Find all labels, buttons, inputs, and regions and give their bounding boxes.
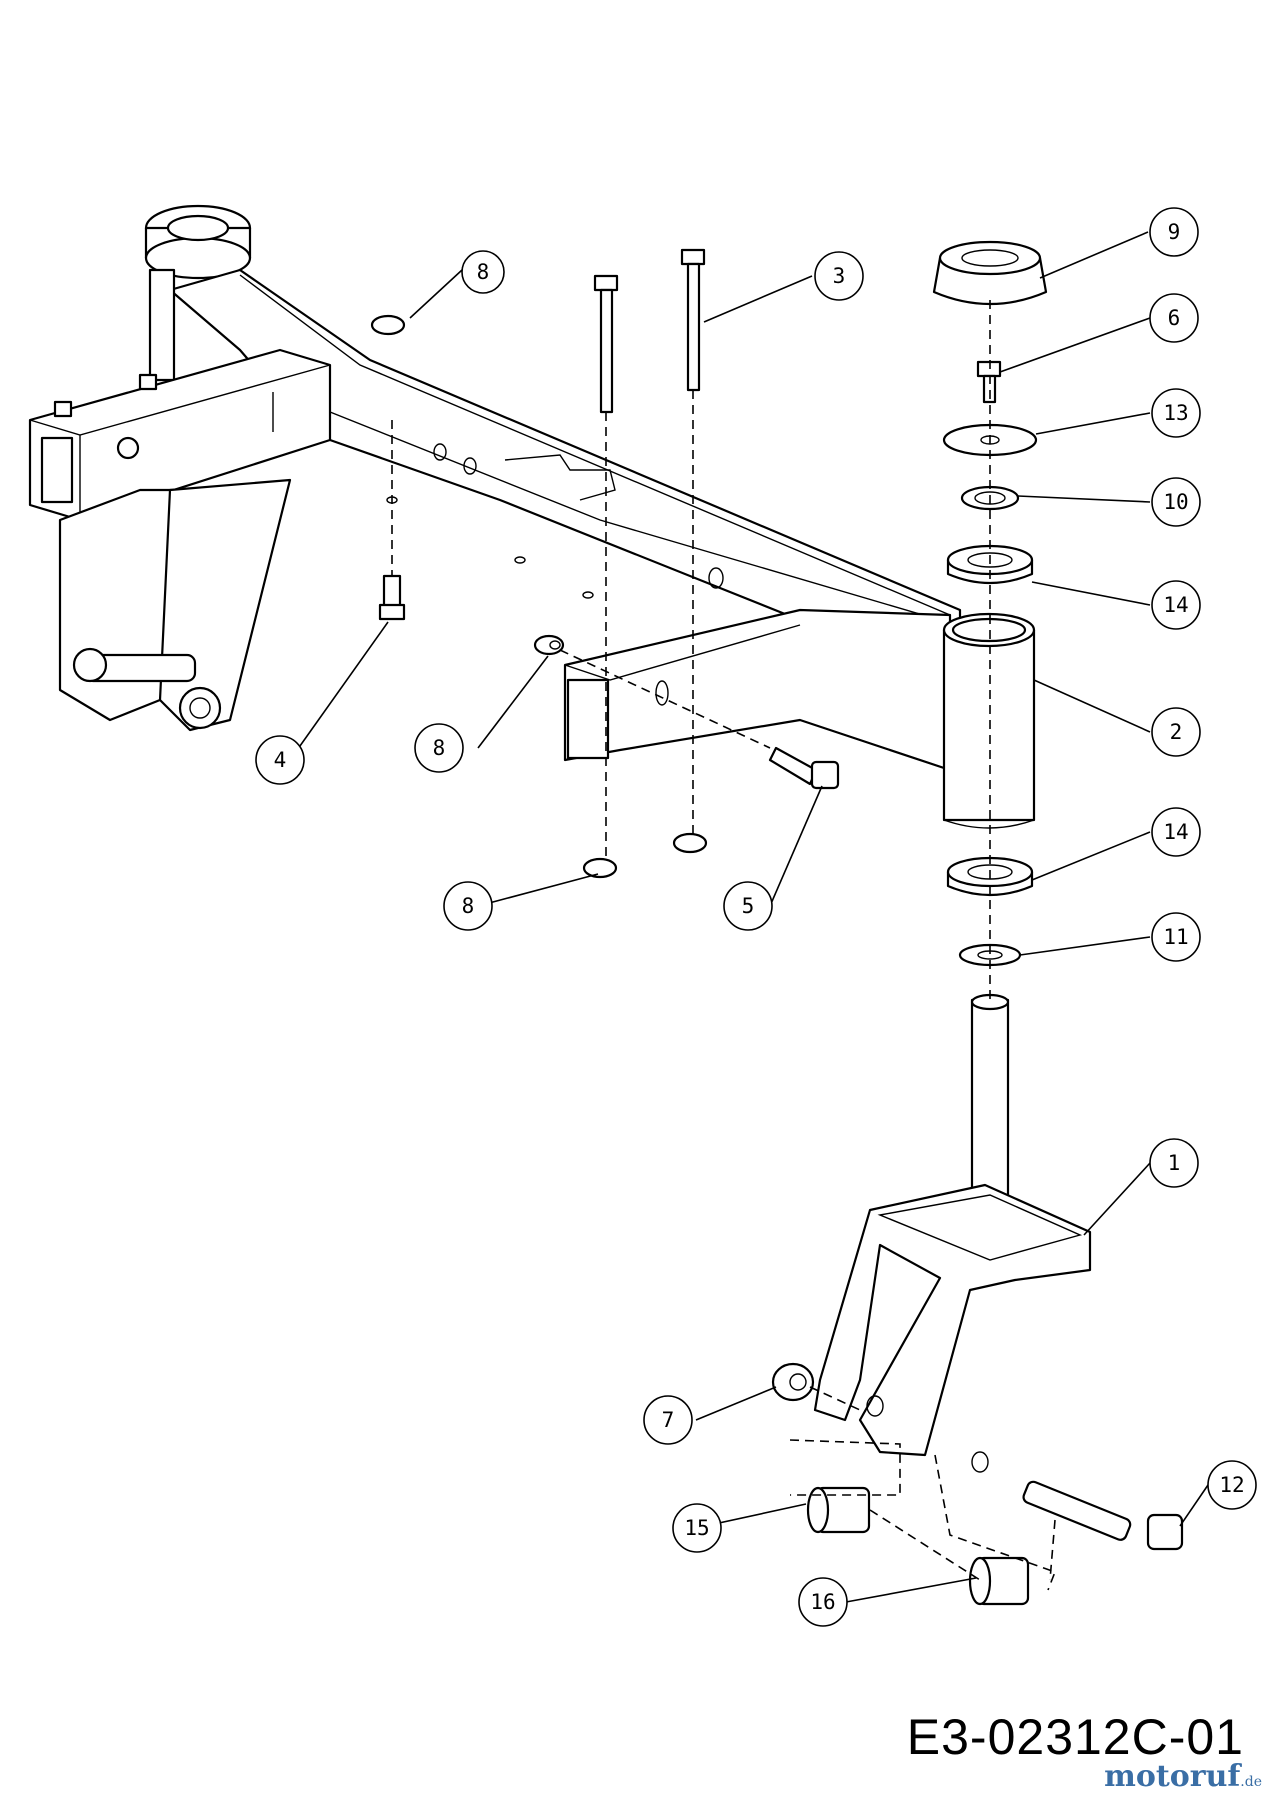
svg-text:11: 11 <box>1163 925 1188 949</box>
svg-text:10: 10 <box>1163 490 1188 514</box>
svg-text:2: 2 <box>1170 720 1183 744</box>
spindle-tube <box>942 612 1036 829</box>
callout-9[interactable]: 9 <box>1149 207 1199 257</box>
svg-text:12: 12 <box>1219 1473 1244 1497</box>
callout-2[interactable]: 2 <box>1151 707 1201 757</box>
hardware <box>370 240 1184 1606</box>
callout-8[interactable]: 8 <box>414 723 464 773</box>
assembly-lines <box>391 300 1057 1591</box>
callout-6[interactable]: 6 <box>1149 293 1199 343</box>
callout-16[interactable]: 16 <box>798 1577 848 1627</box>
watermark-text: motoruf <box>1104 1759 1241 1794</box>
callout-8[interactable]: 8 <box>443 881 493 931</box>
svg-text:15: 15 <box>684 1516 709 1540</box>
callout-14[interactable]: 14 <box>1151 580 1201 630</box>
leader-lines <box>289 231 1209 1603</box>
svg-text:8: 8 <box>477 260 490 284</box>
svg-text:1: 1 <box>1168 1151 1181 1175</box>
right-tube <box>563 608 952 772</box>
svg-text:3: 3 <box>833 264 846 288</box>
svg-text:16: 16 <box>810 1590 835 1614</box>
callout-10[interactable]: 10 <box>1151 477 1201 527</box>
svg-text:7: 7 <box>662 1408 675 1432</box>
svg-text:9: 9 <box>1168 220 1181 244</box>
callout-1[interactable]: 1 <box>1149 1138 1199 1188</box>
callout-7[interactable]: 7 <box>643 1395 693 1445</box>
callout-5[interactable]: 5 <box>723 881 773 931</box>
callout-15[interactable]: 15 <box>672 1503 722 1553</box>
callout-12[interactable]: 12 <box>1207 1460 1257 1510</box>
callout-3[interactable]: 3 <box>814 251 864 301</box>
callout-4[interactable]: 4 <box>255 735 305 785</box>
svg-text:14: 14 <box>1163 593 1188 617</box>
svg-text:14: 14 <box>1163 820 1188 844</box>
axle-frame <box>28 204 962 732</box>
svg-text:8: 8 <box>462 894 475 918</box>
callout-13[interactable]: 13 <box>1151 388 1201 438</box>
watermark-tld: .de <box>1240 1774 1262 1790</box>
svg-text:4: 4 <box>274 748 287 772</box>
svg-text:8: 8 <box>433 736 446 760</box>
watermark-logo: motoruf.de <box>1104 1759 1262 1794</box>
svg-text:13: 13 <box>1163 401 1188 425</box>
callout-8[interactable]: 8 <box>461 250 505 294</box>
svg-text:6: 6 <box>1168 306 1181 330</box>
callout-11[interactable]: 11 <box>1151 912 1201 962</box>
callout-14[interactable]: 14 <box>1151 807 1201 857</box>
drawing-reference-number: E3-02312C-01 <box>906 1709 1244 1765</box>
svg-text:5: 5 <box>742 894 755 918</box>
